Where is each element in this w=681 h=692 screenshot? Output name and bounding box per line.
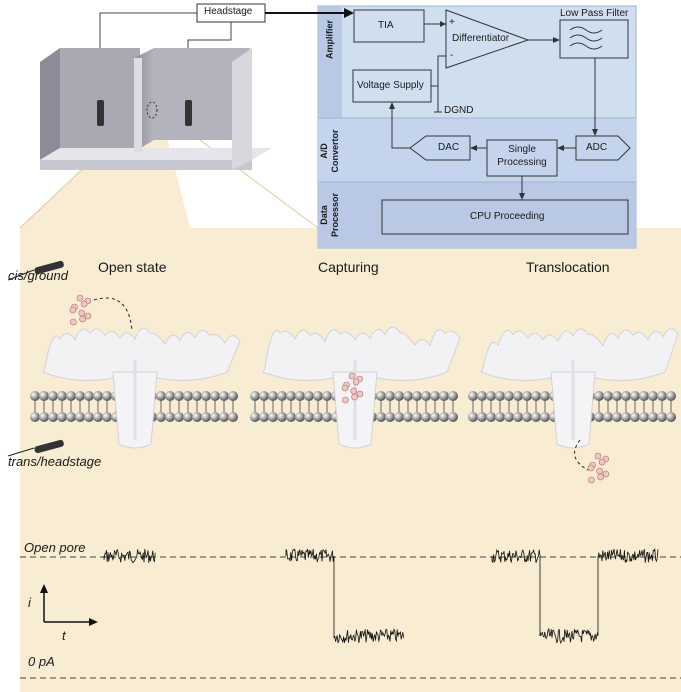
minus-sign: - — [450, 50, 454, 61]
state-open-title: Open state — [98, 259, 167, 275]
trace-translocation — [491, 547, 659, 644]
membrane-pore-1 — [30, 327, 241, 449]
peptide-path-open — [93, 297, 133, 331]
trans-electrode-line — [7, 447, 35, 457]
tia-block — [353, 9, 425, 43]
cpu-block — [381, 199, 629, 235]
zero-current-label: 0 pA — [28, 654, 55, 669]
headstage-label: Headstage — [204, 6, 253, 17]
flow-cell — [40, 48, 272, 170]
dgnd-label: DGND — [444, 105, 474, 116]
peptide-capturing — [341, 372, 364, 404]
plus-sign: + — [449, 17, 455, 28]
dac-label: DAC — [438, 142, 460, 153]
i-axis-label: i — [28, 595, 31, 610]
tia-label: TIA — [378, 20, 394, 31]
cis-electrode — [34, 260, 64, 275]
low-pass-filter-block — [559, 19, 629, 59]
membrane-pore-2 — [250, 326, 461, 449]
state-capturing-title: Capturing — [318, 259, 379, 275]
cis-electrode-line — [7, 269, 35, 281]
peptide-translocation — [587, 452, 610, 484]
t-axis-label: t — [62, 628, 66, 643]
cis-label: cis/ground — [8, 268, 68, 283]
trans-label: trans/headstage — [8, 454, 102, 469]
membrane-pore-3 — [468, 328, 679, 449]
cpu-label: CPU Proceeding — [470, 211, 545, 222]
electronics-panel — [317, 5, 637, 249]
differentiator-label: Differentiator — [452, 33, 510, 44]
section-amplifier: Amplifier — [324, 20, 335, 60]
peptide-open — [69, 294, 92, 326]
adc-label: ADC — [586, 142, 608, 153]
adc-block — [575, 135, 631, 161]
differentiator-block — [445, 9, 530, 69]
trans-electrode — [34, 439, 64, 454]
open-pore-label: Open pore — [24, 540, 86, 555]
state-translocation-title: Translocation — [526, 259, 610, 275]
voltage-supply-label: Voltage Supply — [357, 80, 424, 91]
trace-open — [103, 548, 156, 564]
low-pass-filter-label: Low Pass Filter — [560, 8, 629, 19]
trace-capturing — [285, 548, 404, 644]
